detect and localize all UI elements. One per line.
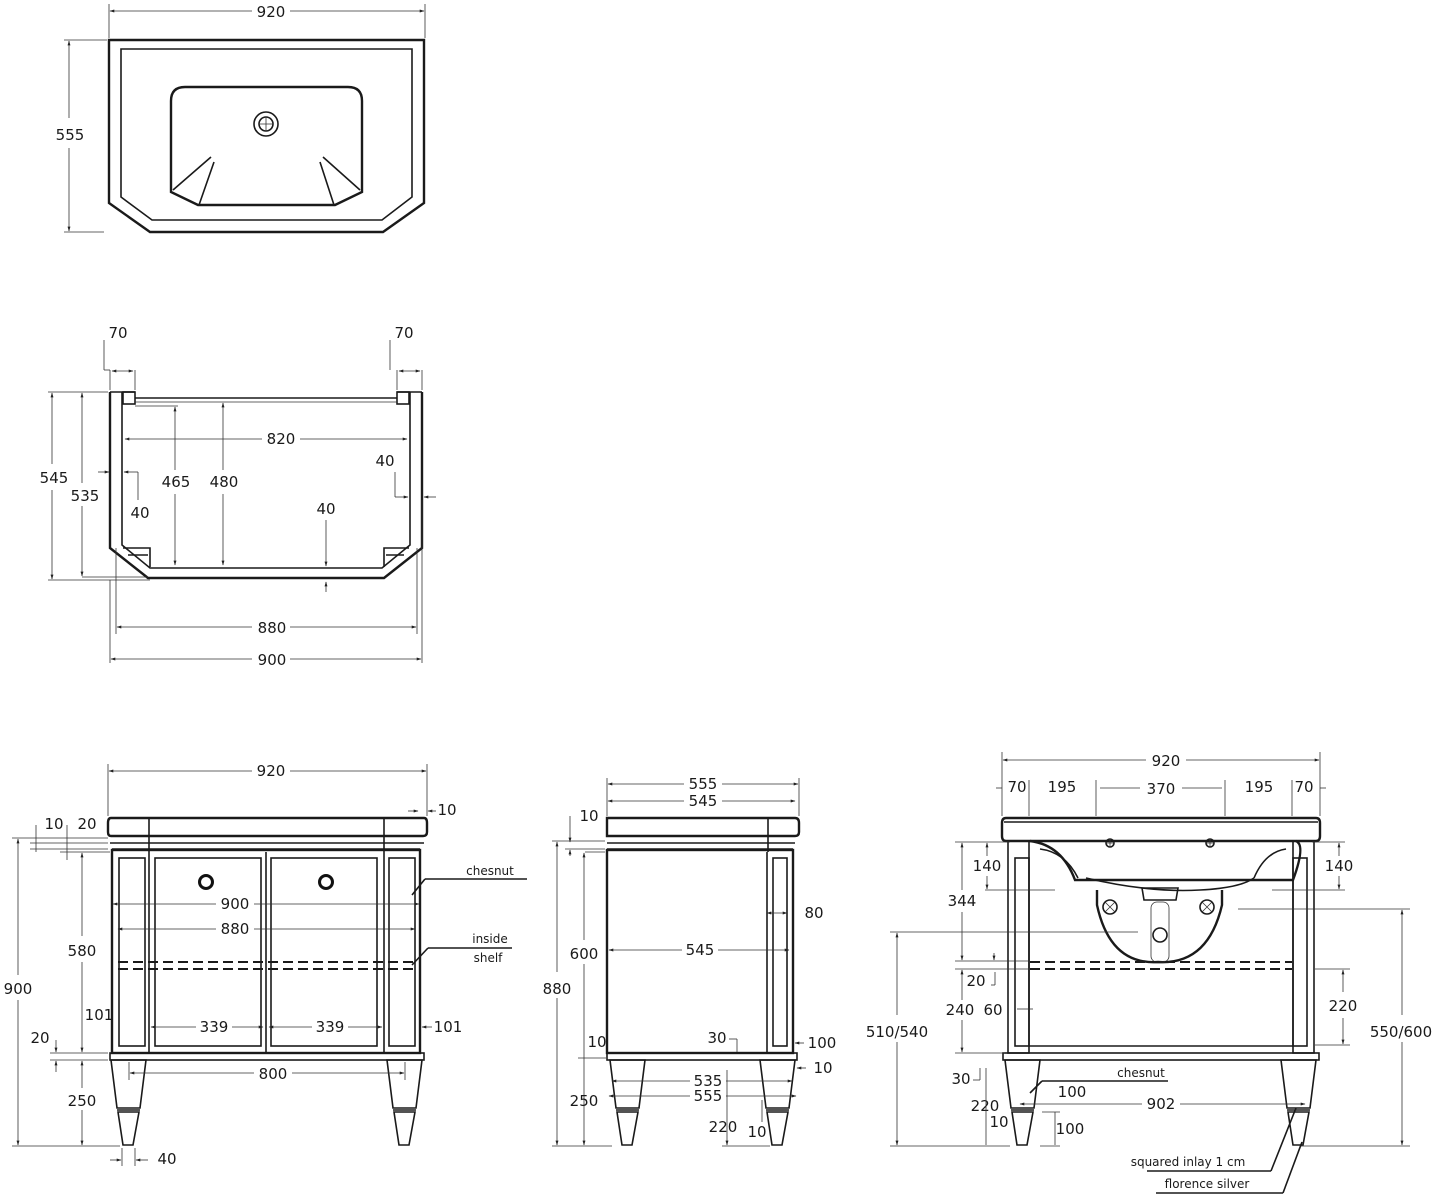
note-inside: inside	[472, 932, 508, 946]
dim-overall-width: 900	[258, 651, 287, 669]
dim-foot-height: 100	[1056, 1120, 1085, 1138]
dim-side-panel: 80	[804, 904, 823, 922]
dim-stile-left: 101	[85, 1006, 114, 1024]
dim-apron-left: 140	[973, 857, 1002, 875]
dim-seg3: 370	[1147, 780, 1176, 798]
dim-side-top-depth: 555	[689, 775, 718, 793]
dim-side-leg-taper: 220	[709, 1118, 738, 1136]
dim-leg-collar: 30	[951, 1070, 970, 1088]
dim-top-overhang: 10	[437, 801, 456, 819]
dim-inner-depth-b: 480	[210, 473, 239, 491]
note-chesnut: chesnut	[466, 864, 514, 878]
note-florence-silver: florence silver	[1165, 1177, 1250, 1191]
dim-side-body-depth: 545	[689, 792, 718, 810]
svg-text:920: 920	[257, 3, 286, 21]
section-view: 920 70 195 370 195 70 140	[866, 752, 1432, 1194]
dim-side-total-height: 880	[543, 980, 572, 998]
dim-door-left: 339	[200, 1018, 229, 1036]
dim-basin-width: 920	[108, 3, 426, 38]
dim-seg5: 70	[1294, 778, 1313, 796]
dim-side-leg-width: 100	[808, 1034, 837, 1052]
dim-side-right: 40	[375, 452, 394, 470]
dim-basin-depth: 344	[948, 892, 977, 910]
dim-gap-a: 10	[44, 815, 63, 833]
front-notes: chesnut inside shelf	[411, 864, 527, 966]
dim-side-inner-depth: 545	[686, 941, 715, 959]
basin-top-view: 920 555	[56, 3, 426, 234]
dim-side-plinth: 10	[587, 1033, 606, 1051]
dim-right-post: 70	[394, 324, 413, 342]
dim-front-total-height: 900	[4, 980, 33, 998]
dim-leg-span: 800	[259, 1065, 288, 1083]
dim-basin-depth: 555	[56, 39, 107, 233]
dim-side-leg-span-inner: 535	[694, 1072, 723, 1090]
dim-leg-taper: 220	[971, 1097, 1000, 1115]
dim-body-outer: 900	[221, 895, 250, 913]
dim-door-right: 339	[316, 1018, 345, 1036]
dim-side-leg-gap: 10	[813, 1059, 832, 1077]
dim-section-leg-span: 902	[1147, 1095, 1176, 1113]
dim-seg4: 195	[1245, 778, 1274, 796]
dim-trap-right: 550/600	[1370, 1023, 1432, 1041]
dim-shelf-clear: 220	[1329, 997, 1358, 1015]
side-elevation-view: 555 545 10 880 600 80	[543, 775, 837, 1147]
note-shelf: shelf	[474, 951, 504, 965]
dim-side-foot-inlay: 10	[747, 1123, 766, 1141]
dim-side-left: 40	[130, 504, 149, 522]
dim-back: 40	[316, 500, 335, 518]
note-squared-inlay: squared inlay 1 cm	[1131, 1155, 1246, 1169]
dim-front-leg-height: 250	[68, 1092, 97, 1110]
svg-text:555: 555	[56, 126, 85, 144]
section-notes: chesnut squared inlay 1 cm florence silv…	[1029, 1066, 1303, 1194]
front-elevation-view: 920 10 10 20 900 580 250	[4, 762, 527, 1168]
dim-base-width: 880	[258, 619, 287, 637]
dim-stile-right: 101	[434, 1018, 463, 1036]
dim-rail: 60	[983, 1001, 1002, 1019]
dim-depth-outer: 545	[40, 469, 69, 487]
dim-side-leg-span-outer: 555	[694, 1087, 723, 1105]
dim-apron-right: 140	[1325, 857, 1354, 875]
dim-side-leg-offset: 30	[707, 1029, 726, 1047]
dim-left-post: 70	[108, 324, 127, 342]
dim-front-body-height: 580	[68, 942, 97, 960]
dim-section-top-width: 920	[1152, 752, 1181, 770]
dim-seg1: 70	[1007, 778, 1026, 796]
dim-leg-width: 100	[1058, 1083, 1087, 1101]
dim-inner-width: 820	[267, 430, 296, 448]
dim-side-top-gap: 10	[579, 807, 598, 825]
dim-body-inner: 880	[221, 920, 250, 938]
dim-shelf-thick: 20	[966, 972, 985, 990]
dim-depth-inner: 535	[71, 487, 100, 505]
dim-side-leg-height: 250	[570, 1092, 599, 1110]
dim-side-body-height: 600	[570, 945, 599, 963]
dim-seg2: 195	[1048, 778, 1077, 796]
dim-leg-foot: 40	[157, 1150, 176, 1168]
dim-plinth: 20	[30, 1029, 49, 1047]
dim-lower-height: 240	[946, 1001, 975, 1019]
cabinet-plan-view: 70 70 820 545 535 465	[40, 324, 436, 669]
dim-leg-inlay: 10	[989, 1113, 1008, 1131]
note-section-chesnut: chesnut	[1117, 1066, 1165, 1080]
dim-inner-depth-a: 465	[162, 473, 191, 491]
dim-front-top-width: 920	[257, 762, 286, 780]
dim-trap-left: 510/540	[866, 1023, 928, 1041]
dim-gap-b: 20	[77, 815, 96, 833]
